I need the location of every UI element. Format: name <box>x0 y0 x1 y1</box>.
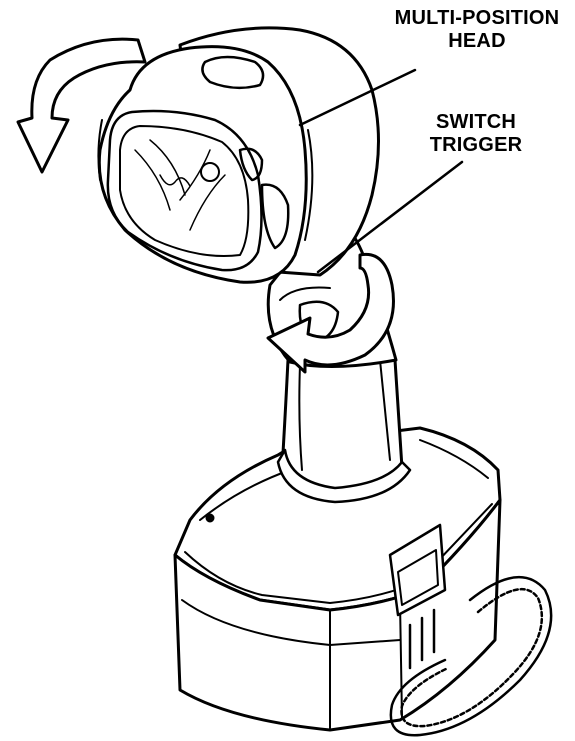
battery-bottom-edge <box>181 599 401 646</box>
label-head-line-1: MULTI-POSITION <box>394 7 560 29</box>
bulb-icon <box>200 162 220 182</box>
head-side-window-lower <box>260 183 290 250</box>
rotate-head-arrow <box>16 37 147 174</box>
handle-collar <box>276 448 412 504</box>
label-head-line-2: HEAD <box>448 30 506 52</box>
leader-line-trigger <box>316 160 464 274</box>
handle-grip-line <box>298 359 391 471</box>
battery-front-line <box>329 601 403 729</box>
label-trigger-line-2: TRIGGER <box>429 134 523 156</box>
multi-position-head <box>97 26 380 284</box>
bezel-inner-ring <box>106 109 263 272</box>
rotate-head-arrow-shaft <box>16 37 147 174</box>
battery-pack <box>173 426 502 732</box>
head-lens <box>119 125 250 257</box>
battery-ribs <box>408 608 436 670</box>
battery-body <box>173 498 502 732</box>
label-multi-position-head: MULTI-POSITION HEAD <box>386 7 568 53</box>
bulb-filament <box>159 174 191 187</box>
battery-release-latch <box>388 523 447 617</box>
rotate-neck-arrow-shaft <box>266 252 395 374</box>
handle <box>276 336 412 504</box>
head-top-button <box>201 55 265 90</box>
battery-top-groove <box>199 439 489 521</box>
battery-latch-inner <box>397 549 439 606</box>
leader-lines <box>298 68 464 274</box>
reflector-lines <box>134 139 226 231</box>
battery-dot <box>205 513 215 523</box>
wrist-strap <box>389 575 553 737</box>
leader-line-head <box>298 68 417 127</box>
rotate-neck-arrow <box>266 252 395 374</box>
label-trigger-line-1: SWITCH <box>435 111 517 133</box>
head-side-window-upper <box>238 147 264 182</box>
label-switch-trigger: SWITCH TRIGGER <box>422 111 530 157</box>
head-rim-shading <box>97 119 314 241</box>
